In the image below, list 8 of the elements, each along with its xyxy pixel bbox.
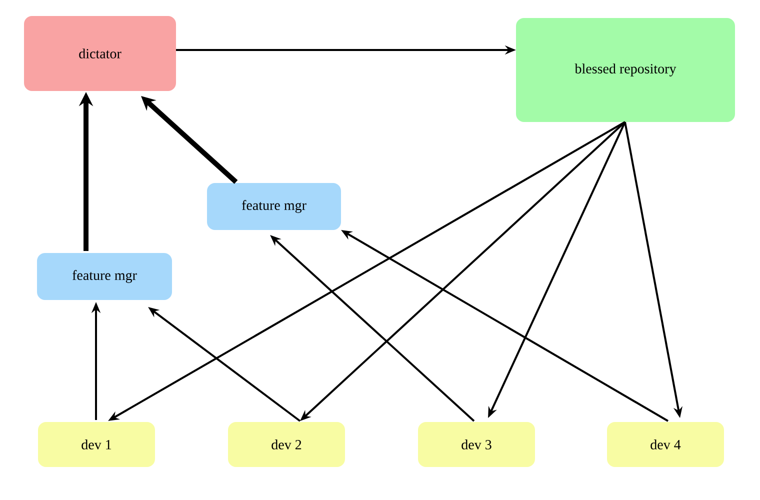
role-box: feature mgr (37, 253, 172, 300)
developer-box: dev 2 (228, 422, 345, 467)
developer-box: dev 3 (418, 422, 535, 467)
role-box: feature mgr (207, 183, 341, 230)
developer-box: dev 4 (607, 422, 724, 467)
role-box: dictator (24, 16, 176, 91)
repository-box: blessed repository (516, 18, 735, 122)
developer-box: dev 1 (38, 422, 155, 467)
